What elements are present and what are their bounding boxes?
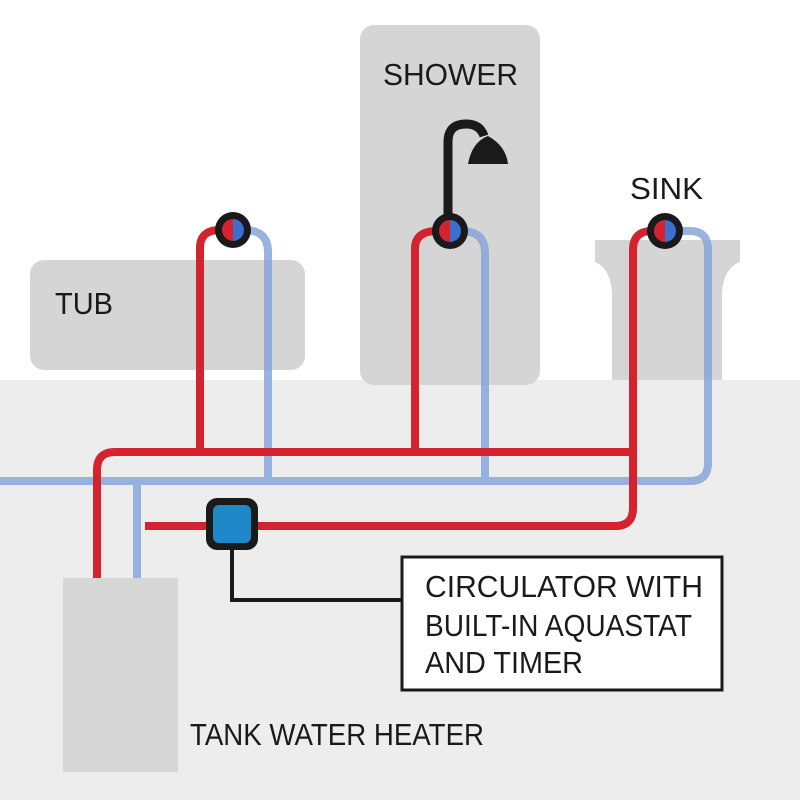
tub-shape <box>30 260 305 370</box>
callout-line-3: AND TIMER <box>425 645 583 680</box>
circulator-pump-icon <box>206 498 258 550</box>
sink-valve-icon <box>647 213 683 249</box>
hot-return-pipe <box>145 227 653 530</box>
hot-supply-pipe <box>93 448 636 578</box>
shower-head-icon <box>443 119 508 218</box>
sink-label: SINK <box>630 171 703 206</box>
callout-line-1: CIRCULATOR WITH <box>425 569 703 604</box>
circulator-callout: CIRCULATOR WITH BUILT-IN AQUASTAT AND TI… <box>400 555 724 692</box>
tub-label: TUB <box>55 286 113 321</box>
callout-line-2: BUILT-IN AQUASTAT <box>425 608 692 643</box>
sink-shape <box>595 240 740 380</box>
callout-leader-line <box>230 548 403 602</box>
shower-valve-icon <box>432 213 468 249</box>
tank-water-heater-label: TANK WATER HEATER <box>190 717 484 752</box>
tank-water-heater <box>63 578 178 772</box>
cold-main-pipe <box>0 227 712 485</box>
shower-label: SHOWER <box>383 57 518 92</box>
tub-valve-icon <box>215 212 251 248</box>
